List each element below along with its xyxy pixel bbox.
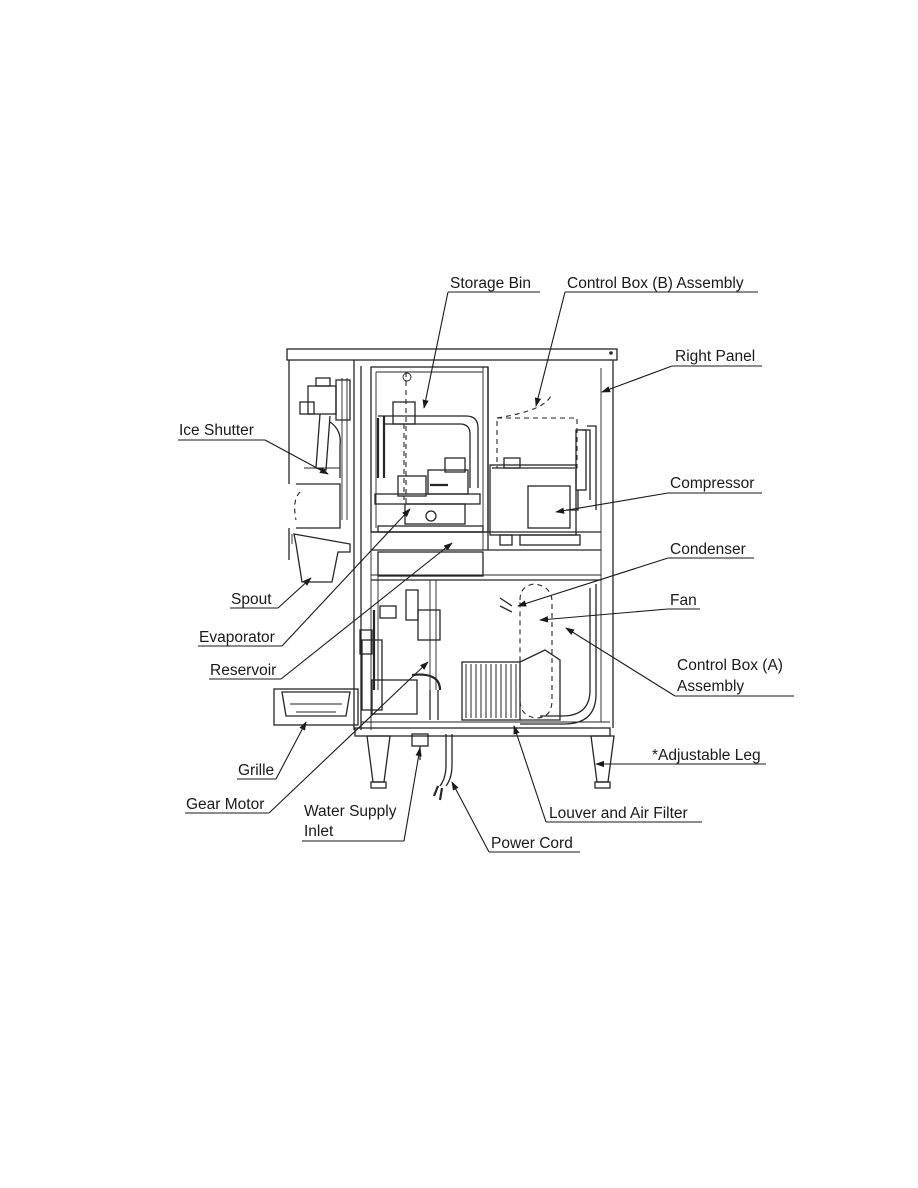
callout-leaders [178,291,794,853]
machine-drawing [273,348,618,801]
callout-labels: Storage Bin Control Box (B) Assembly Rig… [179,275,783,852]
label-water-supply-line2: Inlet [304,823,334,840]
label-power-cord: Power Cord [491,835,573,852]
condenser-hatch [461,661,521,721]
label-control-box-a-line2: Assembly [677,678,744,695]
label-control-box-b: Control Box (B) Assembly [567,275,744,292]
label-evaporator: Evaporator [199,629,275,646]
label-right-panel: Right Panel [675,348,755,365]
label-fan: Fan [670,592,697,609]
label-spout: Spout [231,591,272,608]
label-condenser: Condenser [670,541,746,558]
label-water-supply-line1: Water Supply [304,803,397,820]
label-grille: Grille [238,762,274,779]
label-ice-shutter: Ice Shutter [179,422,254,439]
label-compressor: Compressor [670,475,754,492]
label-storage-bin: Storage Bin [450,275,531,292]
label-adjustable-leg: *Adjustable Leg [652,747,761,764]
label-gear-motor: Gear Motor [186,796,264,813]
label-reservoir: Reservoir [210,662,276,679]
label-control-box-a-line1: Control Box (A) [677,657,783,674]
label-louver-air-filter: Louver and Air Filter [549,805,688,822]
